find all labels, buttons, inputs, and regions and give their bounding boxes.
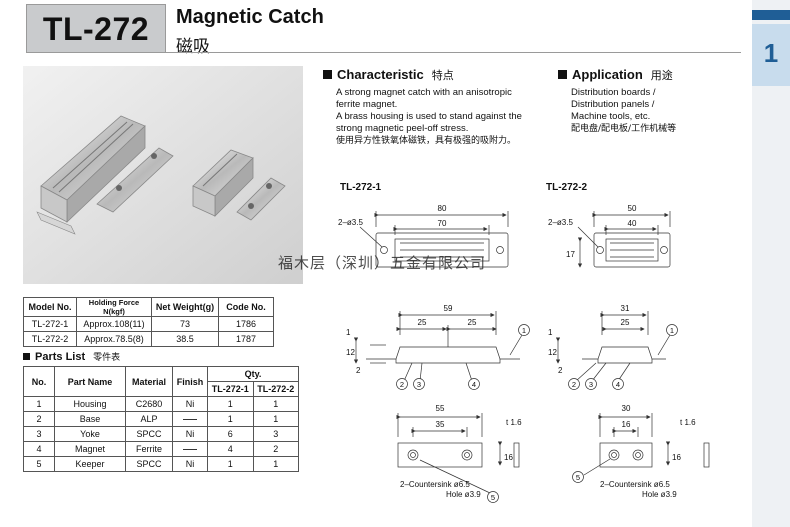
parts-table: No. Part Name Material Finish Qty. TL-27… [23,366,299,472]
application-text: Distribution boards / Distribution panel… [571,87,677,134]
model-number-box: TL-272 [26,4,166,53]
large-keeper [96,147,174,213]
callout-5b: 5 [576,473,580,482]
callout-4: 4 [472,380,476,389]
countersink-2: 2–Countersink ø6.5 [600,480,670,489]
side-tab-bar [752,10,790,20]
callout-2b: 2 [572,380,576,389]
callout-3: 3 [417,380,421,389]
drawing-label-1: TL-272-1 [340,182,382,193]
dim-1: 1 [346,328,351,337]
dim-16c: 16 [672,453,681,462]
dim-70: 70 [438,219,447,228]
callout-3b: 3 [589,380,593,389]
dim-31: 31 [621,304,630,313]
dim-80: 80 [438,204,447,213]
dim-17: 17 [566,250,575,259]
callout-1: 1 [522,326,526,335]
small-catch [192,149,254,217]
watermark: 福木层（深圳）五金有限公司 [278,254,487,272]
spec-header-row: Model No. Holding Force N(kgf) Net Weigh… [23,297,274,317]
countersink-1: 2–Countersink ø6.5 [400,480,470,489]
large-catch [36,115,146,235]
dim-16: 16 [504,453,513,462]
callout-4b: 4 [616,380,620,389]
parts-header-row: No. Part Name Material Finish Qty. [23,366,299,397]
hole39-1: Hole ø3.9 [446,490,481,499]
dim-16b: 16 [622,420,631,429]
dim-12: 12 [346,348,355,357]
dim-25b: 25 [468,318,477,327]
chapter-tab[interactable]: 1 [752,24,790,86]
dim-25c: 25 [621,318,630,327]
small-keeper [236,177,286,221]
dim-12b: 12 [548,348,557,357]
drawing-label-2: TL-272-2 [546,182,588,193]
no-finish-dash [183,419,197,421]
chapter-number: 1 [763,38,779,68]
dim-2b: 2 [558,366,563,375]
dim-50: 50 [628,204,637,213]
technical-drawings: 1 2 3 4 5 1 2 3 4 5 TL-272-1 TL-272-2 80… [338,182,710,503]
hole39-2: Hole ø3.9 [642,490,677,499]
hole-label-2: 2–ø3.5 [548,218,573,227]
dim-55: 55 [436,404,445,413]
thickness-2: t 1.6 [680,418,696,427]
page-title: Magnetic Catch [176,6,324,28]
dim-1b: 1 [548,328,553,337]
dim-30: 30 [622,404,631,413]
hole-label-1: 2–ø3.5 [338,218,363,227]
header-divider [166,52,741,53]
thickness-1: t 1.6 [506,418,522,427]
dim-59: 59 [444,304,453,313]
page-title-cn: 磁吸 [176,37,210,57]
dim-25a: 25 [418,318,427,327]
dim-40: 40 [628,219,637,228]
callout-markers [396,324,678,503]
characteristic-text: A strong magnet catch with an anisotropi… [336,87,522,146]
model-number: TL-272 [42,11,150,47]
callout-2: 2 [400,380,404,389]
product-photo [23,66,303,284]
dim-35: 35 [436,420,445,429]
dim-2: 2 [356,366,361,375]
callout-1b: 1 [670,326,674,335]
spec-table: Model No. Holding Force N(kgf) Net Weigh… [23,297,274,347]
callout-5: 5 [491,493,495,502]
side-tab-strip [752,0,790,527]
no-finish-dash [183,449,197,451]
